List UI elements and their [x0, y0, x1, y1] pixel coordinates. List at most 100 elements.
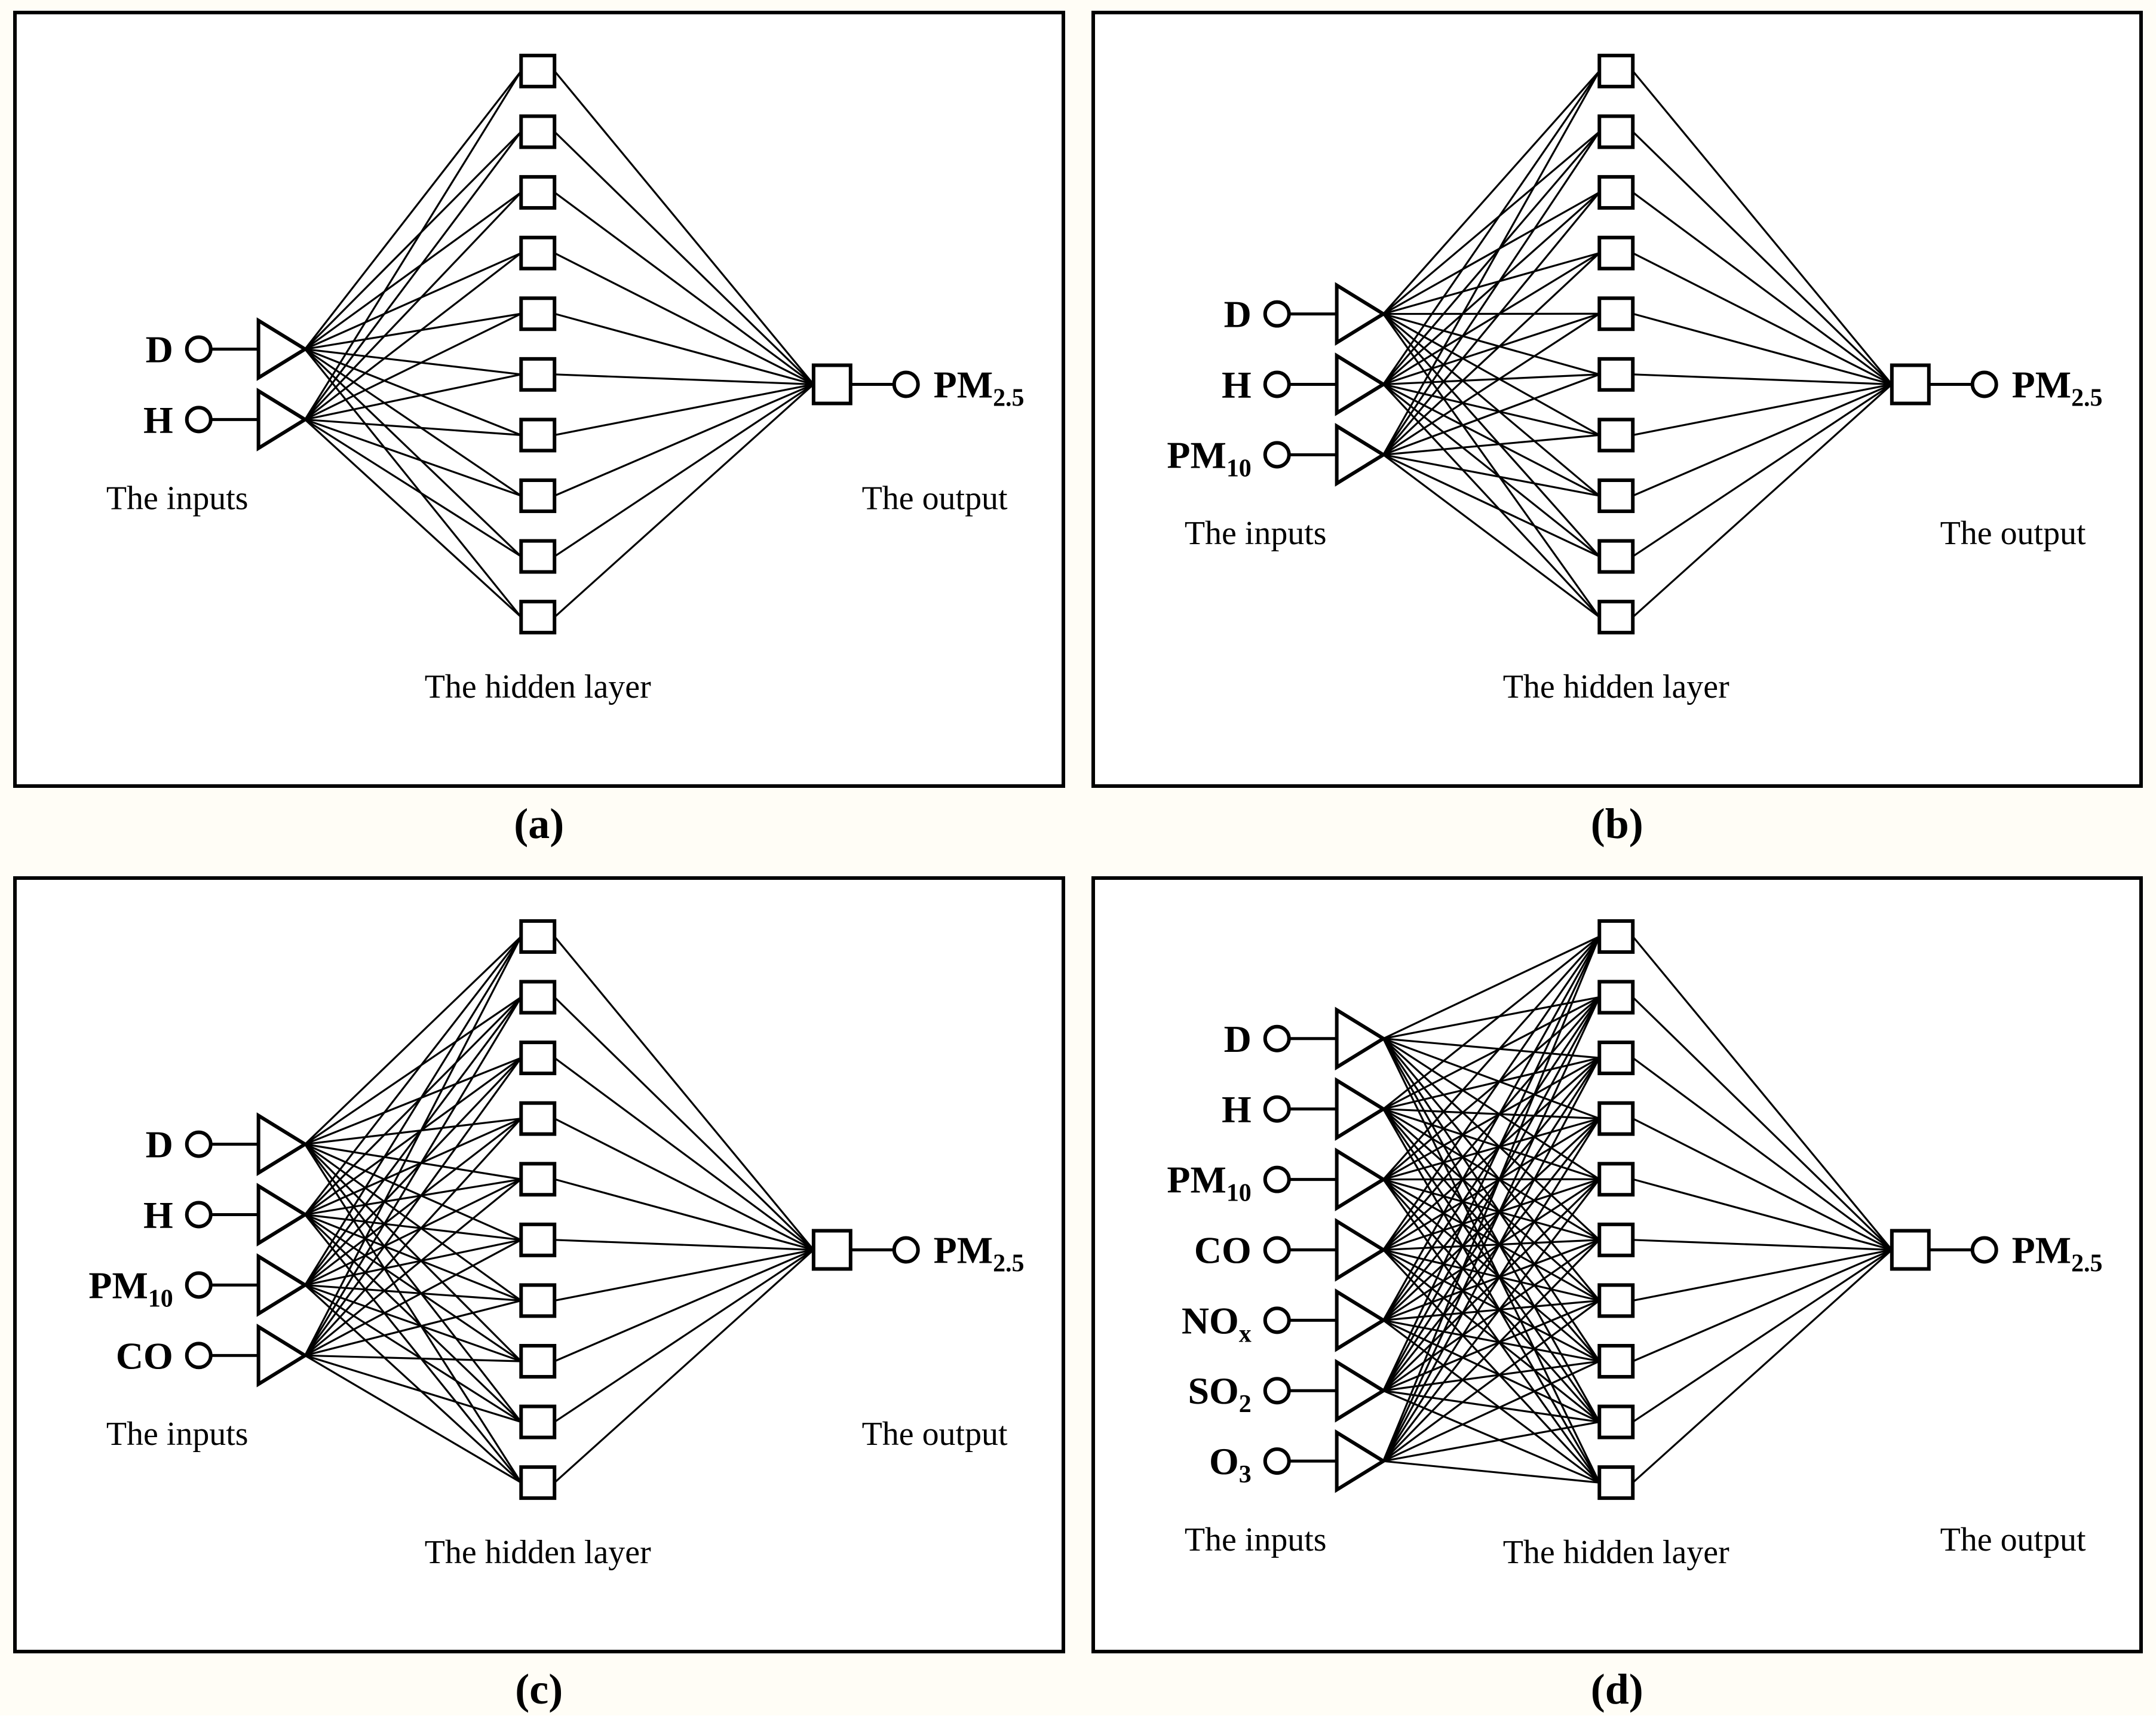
edge-hidden-output: [554, 937, 814, 1250]
hidden-node-square-icon: [1599, 1406, 1633, 1437]
input-terminal-circle-icon: [1265, 1238, 1289, 1262]
edge-hidden-output: [554, 375, 814, 385]
hidden-node-square-icon: [1599, 419, 1633, 450]
hidden-node-square-icon: [521, 1224, 554, 1256]
edge-input-hidden: [1383, 1109, 1599, 1422]
edge-input-hidden: [1383, 937, 1599, 1461]
edge-input-hidden: [1383, 71, 1599, 314]
output-terminal-circle-icon: [1972, 1238, 1996, 1262]
input-node-triangle-icon: [259, 321, 305, 378]
hidden-node-square-icon: [1599, 541, 1633, 572]
input-label: CO: [1194, 1229, 1251, 1271]
edge-hidden-output: [1633, 71, 1892, 385]
edge-input-hidden: [305, 1285, 522, 1422]
input-node-triangle-icon: [259, 1116, 305, 1173]
edge-hidden-output: [554, 384, 814, 496]
output-terminal-circle-icon: [1972, 372, 1996, 396]
edge-input-hidden: [305, 1355, 522, 1422]
input-node-triangle-icon: [1336, 286, 1383, 343]
input-terminal-circle-icon: [187, 1132, 211, 1156]
input-label-subscript: 10: [1226, 1179, 1251, 1207]
edge-input-hidden: [305, 1119, 522, 1285]
edge-hidden-output: [554, 1250, 814, 1483]
edge-input-hidden: [1383, 192, 1599, 314]
edge-input-hidden: [305, 419, 522, 556]
edge-input-hidden: [1383, 384, 1599, 617]
hidden-node-square-icon: [521, 298, 554, 329]
hidden-node-square-icon: [1599, 359, 1633, 390]
input-terminal-circle-icon: [1265, 1379, 1289, 1402]
input-label-subscript: 10: [1226, 455, 1251, 482]
input-node-triangle-icon: [1336, 1221, 1383, 1278]
input-terminal-circle-icon: [1265, 1167, 1289, 1191]
edges-group: [1383, 71, 1891, 617]
output-node-square-icon: [814, 1230, 851, 1269]
input-terminal-circle-icon: [187, 337, 211, 361]
hidden-node-square-icon: [521, 981, 554, 1012]
edge-input-hidden: [1383, 71, 1599, 385]
edge-hidden-output: [1633, 384, 1892, 617]
edge-hidden-output: [1633, 375, 1892, 385]
input-terminal-circle-icon: [1265, 302, 1289, 326]
hidden-node-square-icon: [521, 177, 554, 208]
edge-input-hidden: [305, 349, 522, 618]
edge-input-hidden: [1383, 1300, 1599, 1320]
edge-hidden-output: [1633, 1179, 1892, 1250]
output-terminal-circle-icon: [894, 1238, 918, 1262]
input-terminal-circle-icon: [1265, 1308, 1289, 1332]
output-node-square-icon: [1891, 1230, 1928, 1269]
hidden-node-square-icon: [521, 1285, 554, 1316]
input-node-triangle-icon: [1336, 426, 1383, 483]
output-label: PM2.5: [934, 1229, 1025, 1277]
inputs-section-label: The inputs: [106, 480, 249, 517]
edge-hidden-output: [1633, 997, 1892, 1250]
input-label: H: [143, 1193, 173, 1236]
edge-input-hidden: [1383, 131, 1599, 455]
input-label-subscript: x: [1238, 1320, 1251, 1348]
edge-hidden-output: [554, 1240, 814, 1250]
edge-hidden-output: [1633, 314, 1892, 384]
output-terminal-circle-icon: [894, 372, 918, 396]
input-terminal-circle-icon: [1265, 1027, 1289, 1051]
edge-input-hidden: [305, 253, 522, 420]
edges-group: [305, 937, 814, 1483]
hidden-node-square-icon: [1599, 601, 1633, 633]
input-label: H: [1222, 1088, 1252, 1131]
input-node-triangle-icon: [1336, 1362, 1383, 1419]
hidden-node-square-icon: [1599, 480, 1633, 511]
edge-hidden-output: [554, 1119, 814, 1250]
input-label-subscript: 3: [1238, 1461, 1251, 1488]
hidden-node-square-icon: [1599, 1346, 1633, 1377]
hidden-node-square-icon: [521, 1467, 554, 1498]
edge-input-hidden: [1383, 375, 1599, 385]
input-label: CO: [116, 1334, 173, 1377]
hidden-node-square-icon: [521, 921, 554, 952]
input-terminal-circle-icon: [187, 1343, 211, 1367]
edge-hidden-output: [1633, 192, 1892, 384]
nodes-group: [1265, 56, 1996, 633]
output-section-label: The output: [1940, 515, 2086, 552]
input-label: H: [1222, 363, 1252, 406]
input-node-triangle-icon: [259, 1186, 305, 1243]
edge-input-hidden: [1383, 131, 1599, 314]
output-label-subscript: 2.5: [993, 384, 1024, 412]
input-node-triangle-icon: [1336, 356, 1383, 413]
edge-input-hidden: [305, 314, 522, 349]
edge-input-hidden: [305, 131, 522, 419]
input-terminal-circle-icon: [1265, 1097, 1289, 1121]
inputs-section-label: The inputs: [1184, 515, 1326, 552]
input-terminal-circle-icon: [187, 407, 211, 431]
edge-input-hidden: [1383, 131, 1599, 384]
edge-hidden-output: [554, 1250, 814, 1361]
edges-group: [1383, 937, 1891, 1483]
input-node-triangle-icon: [259, 391, 305, 448]
